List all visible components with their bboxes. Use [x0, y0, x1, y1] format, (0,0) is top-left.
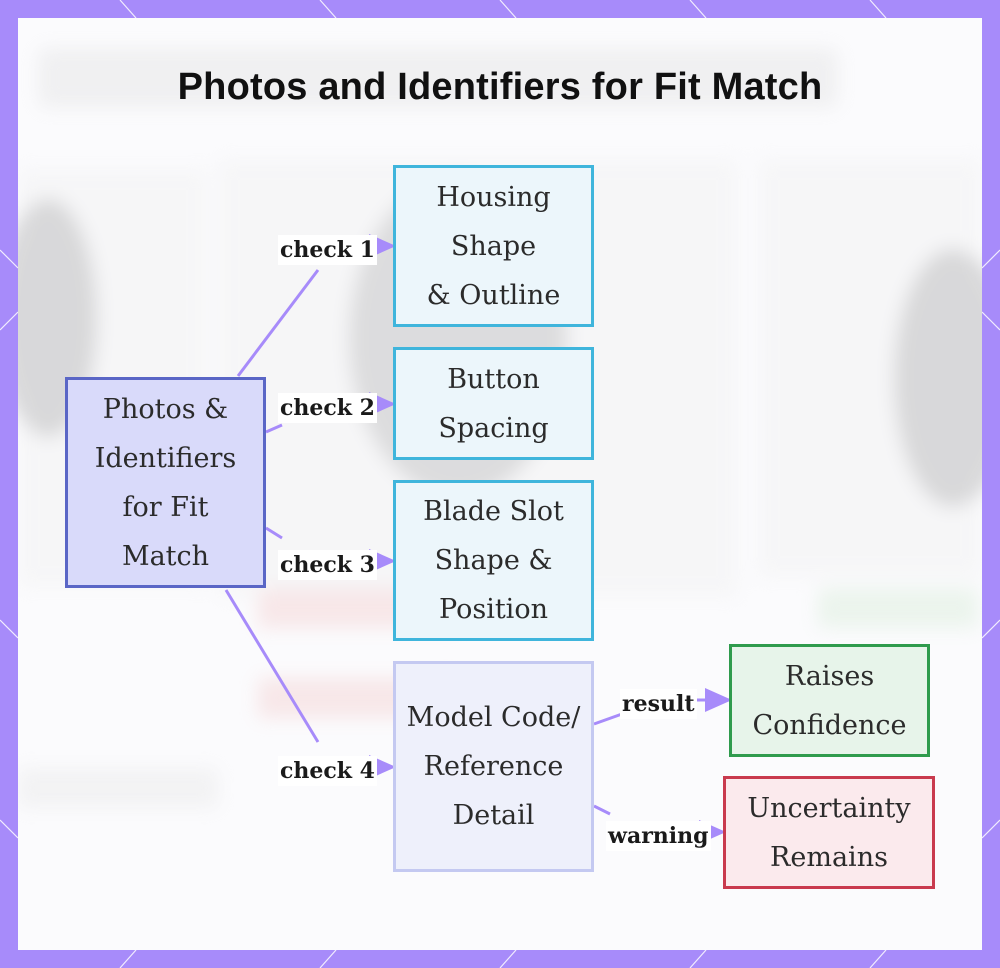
edge-label-check-4: check 4	[278, 756, 377, 786]
node-text-line: Shape	[450, 230, 537, 262]
node-text-line: Model Code/	[406, 702, 581, 733]
edge-label-result: result	[620, 689, 697, 719]
edge-root-to-check4	[224, 589, 320, 743]
diagram-title: Photos and Identifiers for Fit Match	[177, 66, 823, 108]
node-raises-confidence: Raises Confidence	[729, 644, 930, 757]
node-button-spacing: Button Spacing	[393, 347, 594, 460]
edge-label-warning: warning	[606, 821, 711, 851]
edge-model-to-warning	[593, 804, 611, 816]
node-housing-shape-outline: Housing Shape & Outline	[393, 165, 594, 327]
node-text-line: Identifiers	[94, 442, 237, 474]
node-text-line: Remains	[770, 841, 888, 873]
node-photos-identifiers: Photos & Identifiers for Fit Match	[65, 377, 266, 588]
edge-root-to-check3	[265, 526, 283, 540]
node-model-code-reference: Model Code/ Reference Detail	[393, 661, 594, 872]
node-text-line: Raises	[784, 660, 875, 692]
node-blade-slot: Blade Slot Shape & Position	[393, 480, 594, 641]
node-text-line: for Fit	[122, 491, 209, 523]
node-text-line: Match	[121, 540, 210, 572]
node-text-line: Position	[439, 594, 548, 625]
edge-label-check-3: check 3	[278, 550, 377, 580]
node-text-line: Detail	[452, 800, 535, 831]
node-text-line: Photos &	[102, 393, 229, 425]
node-text-line: & Outline	[426, 279, 561, 311]
node-text-line: Uncertainty	[747, 792, 911, 824]
node-text-line: Confidence	[752, 709, 907, 741]
edge-root-to-check1	[236, 269, 320, 377]
node-uncertainty-remains: Uncertainty Remains	[723, 776, 935, 889]
node-text-line: Housing	[436, 181, 551, 213]
edge-model-to-result	[593, 712, 623, 726]
node-text-line: Reference	[423, 751, 564, 782]
node-text-line: Spacing	[438, 412, 549, 444]
node-text-line: Shape &	[434, 545, 553, 576]
node-text-line: Blade Slot	[423, 496, 564, 527]
edge-label-check-2: check 2	[278, 393, 377, 423]
edge-root-to-check2	[265, 423, 283, 434]
node-text-line: Button	[447, 363, 540, 395]
edge-label-check-1: check 1	[278, 235, 377, 265]
